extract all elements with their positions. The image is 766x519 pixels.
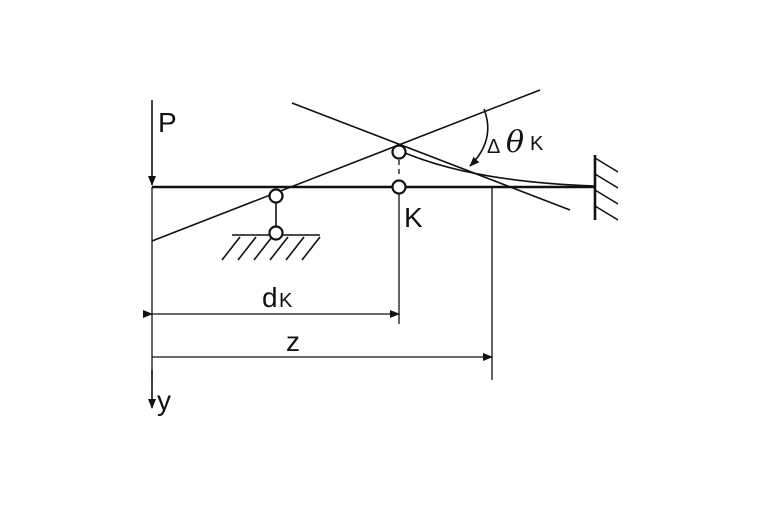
point-k-label: K bbox=[404, 202, 423, 233]
y-axis-label: y bbox=[157, 385, 171, 416]
support-ground-hatch bbox=[221, 236, 321, 261]
support-hinge-top bbox=[268, 188, 284, 204]
support-hinge-bottom bbox=[268, 225, 284, 241]
dimension-z-label: z bbox=[286, 326, 300, 357]
rotated-segment-left bbox=[151, 89, 541, 242]
angle-delta-label: Δ bbox=[487, 136, 500, 158]
angle-theta-label: θ bbox=[506, 125, 524, 160]
dimension-dk-label: d bbox=[262, 282, 278, 313]
fixed-support-hatch bbox=[594, 157, 619, 221]
angle-sub-label: K bbox=[530, 133, 544, 155]
deflection-curve bbox=[397, 149, 596, 187]
angle-arc bbox=[469, 108, 489, 167]
tangent-line-right bbox=[291, 102, 571, 211]
hinge-k bbox=[391, 179, 407, 195]
hinge-k-upper bbox=[391, 144, 407, 160]
dimension-dk-sub: K bbox=[279, 290, 293, 312]
load-label: P bbox=[158, 107, 177, 138]
